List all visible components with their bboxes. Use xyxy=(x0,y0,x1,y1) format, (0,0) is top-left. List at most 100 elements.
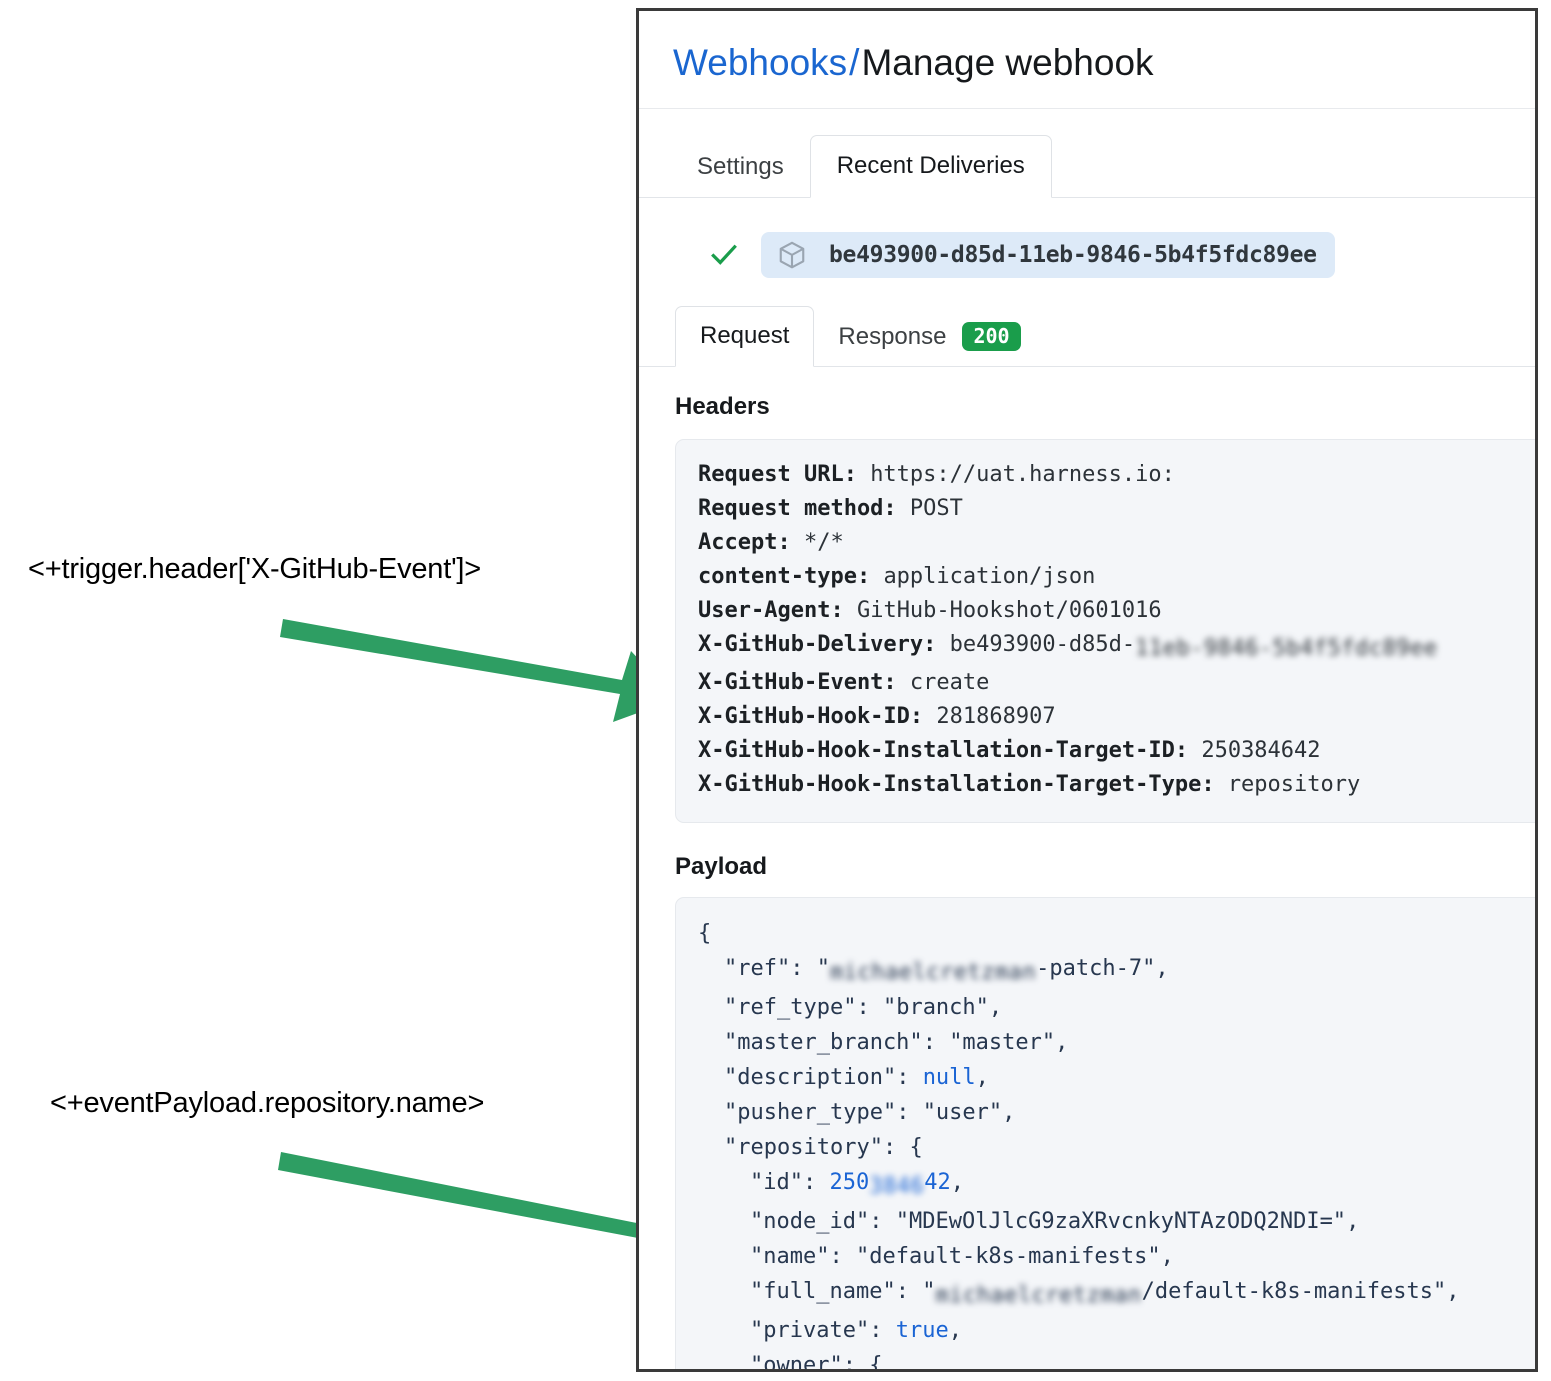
payload-line: "ref_type": "branch", xyxy=(698,990,1535,1025)
json-key: "ref_type" xyxy=(724,995,857,1021)
header-value: create xyxy=(909,670,990,696)
json-key: "pusher_type" xyxy=(724,1100,897,1126)
check-icon xyxy=(711,244,737,266)
cube-icon xyxy=(779,242,805,269)
delivery-id-text: be493900-d85d-11eb-9846-5b4f5fdc89ee xyxy=(829,242,1317,269)
json-colon: : xyxy=(882,1135,910,1161)
header-key: Accept: xyxy=(698,530,804,556)
payload-line: "ref": "michaelcretzman-patch-7", xyxy=(698,951,1535,990)
json-key: "id" xyxy=(750,1170,803,1196)
json-string: /default-k8s-manifests" xyxy=(1141,1279,1447,1305)
json-string: "master" xyxy=(949,1030,1056,1056)
json-key: "master_branch" xyxy=(724,1030,923,1056)
redacted-number: 3846 xyxy=(869,1174,925,1200)
annotation-label-header-expression: <+trigger.header['X-GitHub-Event']> xyxy=(28,553,482,585)
header-key: X-GitHub-Hook-Installation-Target-ID: xyxy=(698,738,1202,764)
header-value: */* xyxy=(803,530,844,556)
header-row: X-GitHub-Hook-Installation-Target-Type: … xyxy=(698,768,1535,802)
json-colon: : xyxy=(896,1065,923,1091)
json-key: "node_id" xyxy=(750,1209,870,1235)
tab-recent-deliveries[interactable]: Recent Deliveries xyxy=(809,135,1052,199)
json-string: "user" xyxy=(922,1100,1003,1126)
subtab-request[interactable]: Request xyxy=(675,306,815,368)
header-value: GitHub-Hookshot/0601016 xyxy=(856,598,1162,624)
header-value: be493900-d85d- xyxy=(949,632,1136,658)
json-comma: , xyxy=(1002,1100,1016,1126)
payload-line: "private": true, xyxy=(698,1313,1535,1348)
header-value: application/json xyxy=(883,564,1096,590)
json-comma: , xyxy=(1055,1030,1069,1056)
breadcrumb-link-webhooks[interactable]: Webhooks xyxy=(673,42,848,83)
json-colon: : xyxy=(869,1318,896,1344)
json-colon: : xyxy=(790,956,817,982)
delivery-subtabbar: Request Response 200 xyxy=(639,306,1535,368)
json-comma: , xyxy=(1446,1279,1460,1305)
json-string: "default-k8s-manifests" xyxy=(855,1244,1161,1270)
payload-line: "master_branch": "master", xyxy=(698,1025,1535,1060)
json-key: "repository" xyxy=(724,1135,883,1161)
json-key: "owner" xyxy=(750,1353,843,1372)
json-quote: " xyxy=(816,956,830,982)
primary-tabbar: Settings Recent Deliveries xyxy=(639,135,1535,199)
json-colon: : xyxy=(856,995,883,1021)
page-title: Manage webhook xyxy=(861,42,1154,83)
header-row: X-GitHub-Hook-Installation-Target-ID: 25… xyxy=(698,734,1535,768)
headers-section-title: Headers xyxy=(675,393,770,421)
json-comma: , xyxy=(1346,1209,1360,1235)
json-string: { xyxy=(869,1353,883,1372)
header-value: 250384642 xyxy=(1201,738,1321,764)
subtab-response[interactable]: Response 200 xyxy=(814,307,1044,367)
json-key: "ref" xyxy=(724,956,791,982)
delivery-row[interactable]: be493900-d85d-11eb-9846-5b4f5fdc89ee xyxy=(709,232,1535,279)
json-number: 42 xyxy=(924,1170,951,1196)
header-key: Request method: xyxy=(698,496,910,522)
header-key: X-GitHub-Hook-ID: xyxy=(698,704,937,730)
arrow-to-header-event xyxy=(280,619,676,722)
json-colon: : xyxy=(869,1209,896,1235)
header-key: content-type: xyxy=(698,564,884,590)
json-colon: : xyxy=(802,1170,830,1196)
subtab-request-label: Request xyxy=(700,322,790,350)
header-value: POST xyxy=(909,496,963,522)
header-row: X-GitHub-Delivery: be493900-d85d-11eb-98… xyxy=(698,628,1535,666)
payload-line: "description": null, xyxy=(698,1060,1535,1095)
header-key: X-GitHub-Delivery: xyxy=(698,632,950,658)
json-key: "full_name" xyxy=(750,1279,896,1305)
tab-settings[interactable]: Settings xyxy=(697,153,784,181)
header-key: X-GitHub-Event: xyxy=(698,670,910,696)
subtab-response-label: Response xyxy=(838,322,947,350)
header-row: Request URL: https://uat.harness.io: xyxy=(698,458,1535,492)
header-value: repository xyxy=(1227,772,1361,798)
header-value: 281868907 xyxy=(936,704,1056,730)
payload-line: "name": "default-k8s-manifests", xyxy=(698,1239,1535,1274)
header-row: X-GitHub-Event: create xyxy=(698,666,1535,700)
json-colon: : xyxy=(896,1100,923,1126)
json-comma: , xyxy=(975,1065,989,1091)
payload-line: "id": 250384642, xyxy=(698,1165,1535,1204)
headers-code-box: Request URL: https://uat.harness.io: Requ… xyxy=(675,439,1535,824)
json-string: { xyxy=(909,1135,923,1161)
json-string: "branch" xyxy=(882,995,989,1021)
json-comma: , xyxy=(988,995,1003,1021)
json-punctuation: { xyxy=(698,921,712,947)
json-colon: : xyxy=(842,1353,870,1372)
webhook-panel: Webhooks/Manage webhook Settings Recent … xyxy=(636,8,1538,1372)
json-string: "MDEwOlJlcG9zaXRvcnkyNTAzODQ2NDI=" xyxy=(895,1209,1347,1235)
header-row: content-type: application/json xyxy=(698,560,1535,594)
breadcrumb-separator: / xyxy=(849,42,860,83)
json-key: "name" xyxy=(750,1244,830,1270)
redacted-text: michaelcretzman xyxy=(935,1283,1142,1309)
json-key: "private" xyxy=(750,1318,870,1344)
redacted-text: 11eb-9846-5b4f5fdc89ee xyxy=(1135,636,1438,662)
json-comma: , xyxy=(948,1318,962,1344)
delivery-id-chip[interactable]: be493900-d85d-11eb-9846-5b4f5fdc89ee xyxy=(761,232,1335,279)
payload-line: "full_name": "michaelcretzman/default-k8… xyxy=(698,1274,1535,1313)
json-comma: , xyxy=(950,1170,964,1196)
json-colon: : xyxy=(922,1030,950,1056)
payload-section-title: Payload xyxy=(675,853,768,881)
json-literal: null xyxy=(922,1065,976,1091)
json-literal: true xyxy=(895,1318,949,1344)
payload-code-box: {"ref": "michaelcretzman-patch-7","ref_t… xyxy=(675,897,1535,1372)
json-quote: " xyxy=(922,1279,936,1305)
